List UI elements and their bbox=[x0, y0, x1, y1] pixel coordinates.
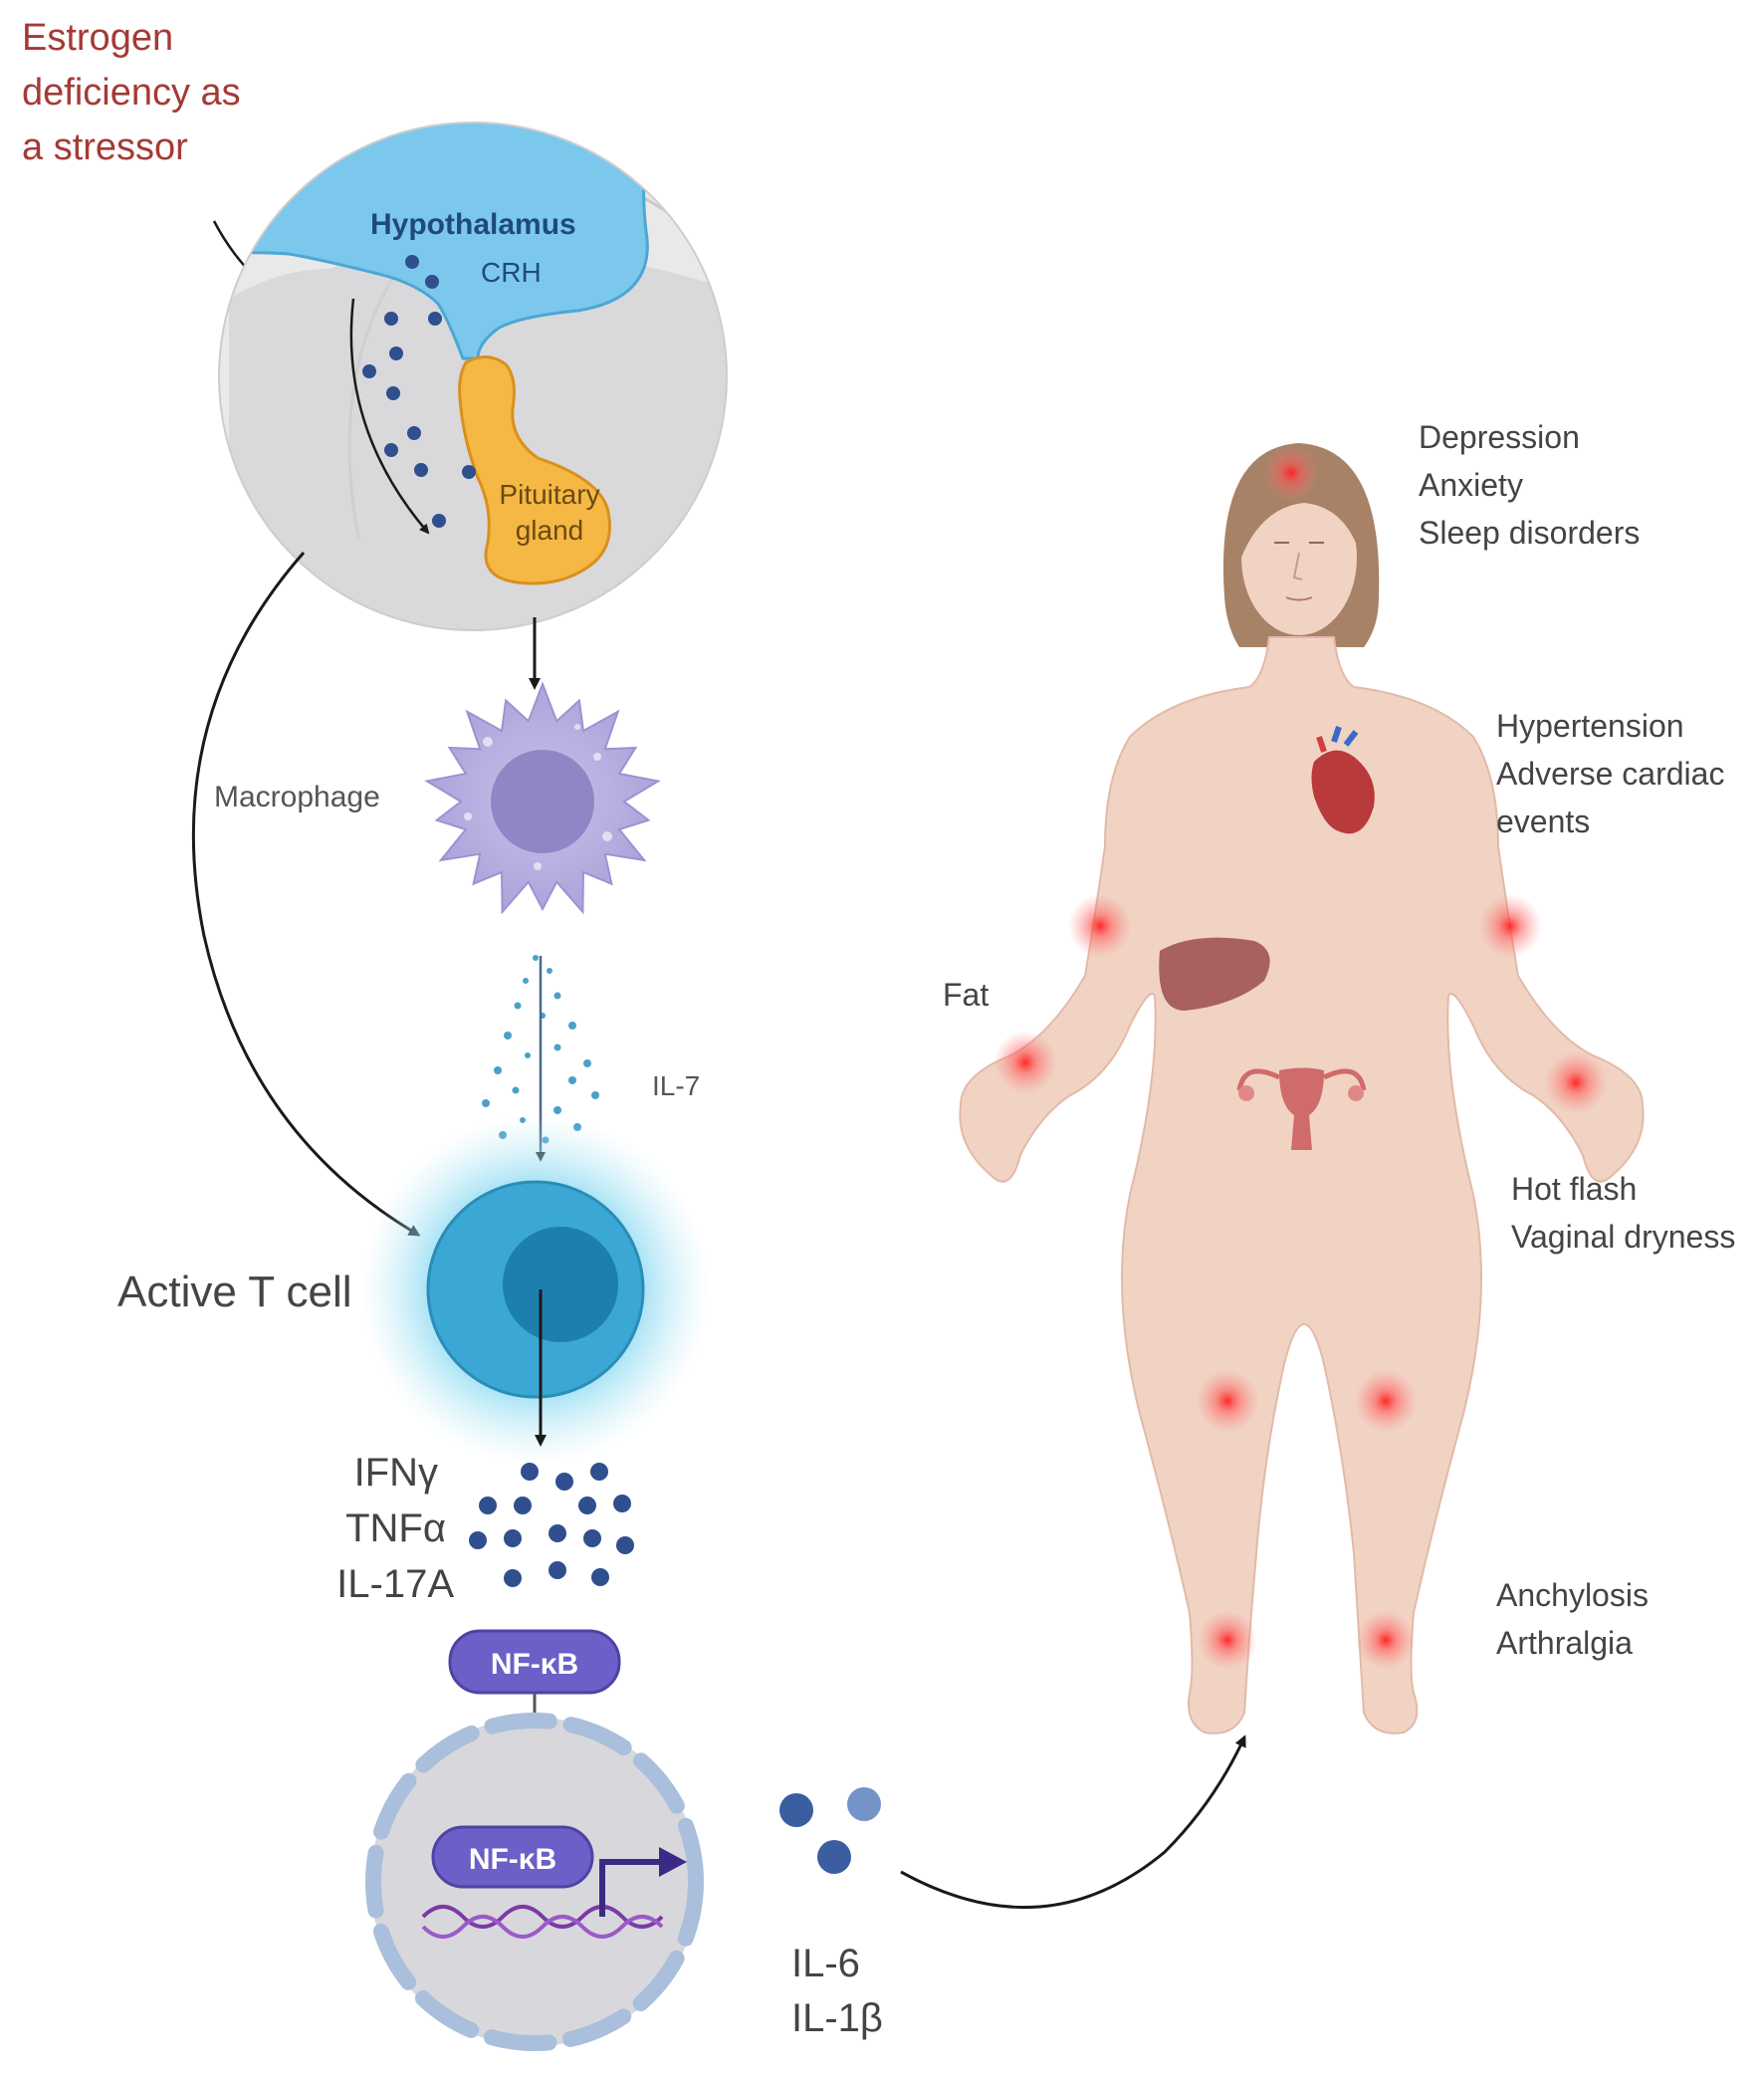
transcription-arrow bbox=[599, 1859, 662, 1917]
secreted-il6: IL-6 bbox=[791, 1942, 860, 1985]
stressor-line-1: Estrogen bbox=[22, 17, 173, 59]
cytokine-dots bbox=[469, 1463, 634, 1587]
uterus-organ bbox=[1236, 1067, 1367, 1150]
secreted-il1b: IL-1β bbox=[791, 1996, 883, 2040]
pituitary-label-2: gland bbox=[516, 515, 584, 546]
symptom-arthralgia: Arthralgia bbox=[1496, 1625, 1633, 1661]
crh-label: CRH bbox=[481, 257, 542, 288]
symptoms-joints: Anchylosis Arthralgia bbox=[1496, 1577, 1649, 1661]
stressor-label: Estrogen deficiency as a stressor bbox=[22, 17, 241, 168]
brain-section: Hypothalamus CRH Pituitary gland bbox=[218, 121, 728, 631]
symptom-anxiety: Anxiety bbox=[1419, 467, 1523, 503]
macrophage-label: Macrophage bbox=[214, 781, 380, 813]
symptom-sleep: Sleep disorders bbox=[1419, 515, 1640, 551]
symptom-cardiac-2: events bbox=[1496, 804, 1590, 839]
hypothalamus-shape bbox=[219, 122, 660, 360]
symptom-hypertension: Hypertension bbox=[1496, 708, 1684, 744]
nfkb-outer-label: NF-κB bbox=[491, 1648, 578, 1681]
macrophage-nucleus bbox=[491, 750, 594, 853]
cytokine-to-body-arrow bbox=[900, 1734, 1246, 1910]
symptom-cardiac-1: Adverse cardiac bbox=[1496, 756, 1724, 792]
brain-to-tcell-arrow bbox=[191, 552, 421, 1237]
symptoms-head: Depression Anxiety Sleep disorders bbox=[1419, 419, 1640, 551]
symptom-fat: Fat bbox=[943, 977, 989, 1013]
hypothalamus-label: Hypothalamus bbox=[370, 208, 576, 241]
pituitary-shape bbox=[458, 355, 611, 585]
symptoms-reproductive: Hot flash Vaginal dryness bbox=[1511, 1171, 1735, 1255]
macrophage-cell bbox=[424, 681, 661, 915]
cytokine-labels: IFNγ TNFα IL-17A bbox=[336, 1451, 454, 1606]
heart-organ bbox=[1311, 726, 1375, 834]
symptom-anchylosis: Anchylosis bbox=[1496, 1577, 1649, 1613]
symptom-vaginal: Vaginal dryness bbox=[1511, 1219, 1735, 1255]
stressor-line-2: deficiency as bbox=[22, 72, 241, 114]
crh-dots bbox=[362, 255, 476, 528]
cytokine-tnfa: TNFα bbox=[345, 1506, 446, 1550]
symptom-depression: Depression bbox=[1419, 419, 1580, 455]
inflammation-spots bbox=[993, 445, 1608, 1670]
nucleus: NF-κB bbox=[365, 1713, 704, 2051]
symptom-hot-flash: Hot flash bbox=[1511, 1171, 1637, 1207]
hormone-arrow bbox=[349, 298, 430, 535]
human-figure bbox=[959, 443, 1645, 1734]
t-cell bbox=[361, 1115, 710, 1464]
symptoms-heart: Hypertension Adverse cardiac events bbox=[1496, 708, 1724, 839]
cytokine-il17a: IL-17A bbox=[336, 1562, 454, 1606]
secreted-dots bbox=[779, 1787, 881, 1874]
il7-label: IL-7 bbox=[652, 1070, 700, 1101]
t-cell-label: Active T cell bbox=[117, 1268, 352, 1316]
cytokine-ifng: IFNγ bbox=[354, 1451, 438, 1495]
stressor-line-3: a stressor bbox=[22, 126, 188, 168]
pituitary-label-1: Pituitary bbox=[499, 479, 599, 510]
liver-organ bbox=[1159, 937, 1270, 1011]
t-cell-nucleus bbox=[503, 1227, 618, 1342]
nfkb-inner-label: NF-κB bbox=[469, 1843, 556, 1876]
nfkb-outer: NF-κB bbox=[448, 1629, 621, 1695]
